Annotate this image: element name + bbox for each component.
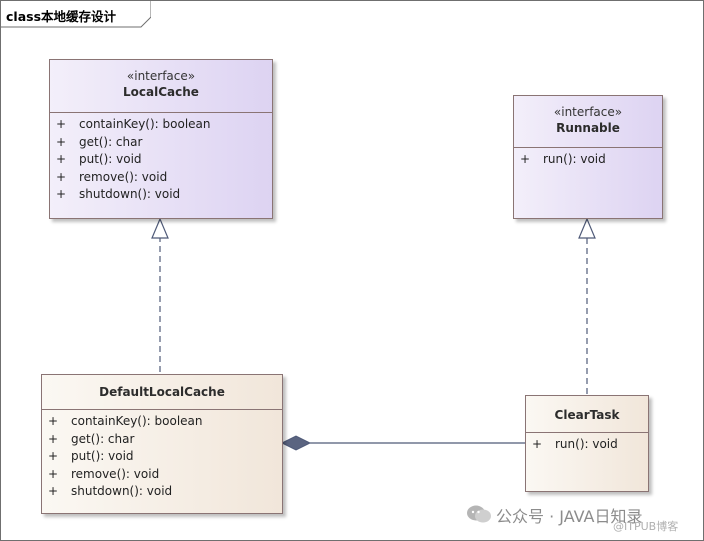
operation: + remove(): void (50, 169, 272, 187)
operation-signature: put(): void (79, 152, 142, 166)
operation-signature: shutdown(): void (71, 484, 173, 498)
visibility-marker: + (48, 466, 59, 481)
watermark-sub: @ITPUB博客 (613, 520, 679, 533)
visibility-marker: + (48, 449, 59, 463)
operation-signature: put(): void (71, 449, 134, 463)
operation-signature: remove(): void (79, 169, 168, 184)
watermark: 公众号 · JAVA日知录 @ITPUB博客 (466, 503, 696, 537)
visibility-marker: + (56, 117, 67, 131)
class-localcache-name: LocalCache (123, 85, 199, 99)
operation: + put(): void (42, 448, 282, 466)
wechat-icon (467, 505, 491, 523)
class-localcache-operations: + containKey(): boolean + get(): char + put… (50, 113, 272, 204)
frame-tab: class本地缓存设计 (1, 1, 151, 28)
class-runnable-header: «interface» Runnable (514, 96, 662, 148)
class-defaultlocalcache-name: DefaultLocalCache (99, 385, 225, 399)
operation: + get(): char (42, 431, 282, 449)
class-defaultlocalcache-header: DefaultLocalCache (42, 375, 282, 410)
class-cleartask-name: ClearTask (554, 408, 620, 422)
class-localcache-stereotype: «interface» (126, 69, 196, 83)
visibility-marker: + (48, 431, 59, 446)
composition-diamond (280, 435, 312, 451)
operation-signature: get(): char (71, 431, 135, 446)
visibility-marker: + (532, 437, 543, 451)
operation: + run(): void (514, 151, 662, 169)
class-runnable-operations: + run(): void (514, 148, 662, 169)
operation: + shutdown(): void (50, 186, 272, 204)
visibility-marker: + (48, 414, 59, 428)
operation: + remove(): void (42, 466, 282, 484)
operation-signature: run(): void (555, 437, 618, 451)
visibility-marker: + (56, 169, 67, 184)
class-runnable[interactable]: «interface» Runnable + run(): void (513, 95, 663, 219)
class-cleartask[interactable]: ClearTask + run(): void (525, 395, 649, 492)
operation: + containKey(): boolean (42, 413, 282, 431)
operation-signature: containKey(): boolean (79, 117, 211, 131)
frame-title: class本地缓存设计 (6, 9, 117, 24)
operation-signature: run(): void (543, 152, 606, 166)
visibility-marker: + (56, 152, 67, 166)
operation: + get(): char (50, 134, 272, 152)
operation-signature: containKey(): boolean (71, 414, 203, 428)
class-localcache-header: «interface» LocalCache (50, 60, 272, 113)
operation: + containKey(): boolean (50, 116, 272, 134)
realization-arrowhead-localcache (151, 217, 169, 239)
watermark-text: 公众号 · JAVA日知录 (496, 507, 643, 526)
visibility-marker: + (56, 134, 67, 149)
operation-signature: shutdown(): void (79, 187, 181, 201)
class-cleartask-header: ClearTask (526, 396, 648, 433)
realization-arrowhead-runnable (578, 217, 596, 239)
operation: + shutdown(): void (42, 483, 282, 501)
operation-signature: remove(): void (71, 466, 160, 481)
class-runnable-name: Runnable (556, 121, 620, 135)
visibility-marker: + (520, 152, 531, 166)
class-localcache[interactable]: «interface» LocalCache + containKey(): bo… (49, 59, 273, 219)
operation-signature: get(): char (79, 134, 143, 149)
visibility-marker: + (56, 187, 67, 201)
frame-tab-outline (1, 1, 151, 28)
class-defaultlocalcache[interactable]: DefaultLocalCache + containKey(): boolean… (41, 374, 283, 514)
operation: + run(): void (526, 436, 648, 454)
class-runnable-stereotype: «interface» (553, 105, 623, 119)
class-cleartask-operations: + run(): void (526, 433, 648, 454)
visibility-marker: + (48, 484, 59, 498)
class-defaultlocalcache-operations: + containKey(): boolean + get(): char + put… (42, 410, 282, 501)
operation: + put(): void (50, 151, 272, 169)
